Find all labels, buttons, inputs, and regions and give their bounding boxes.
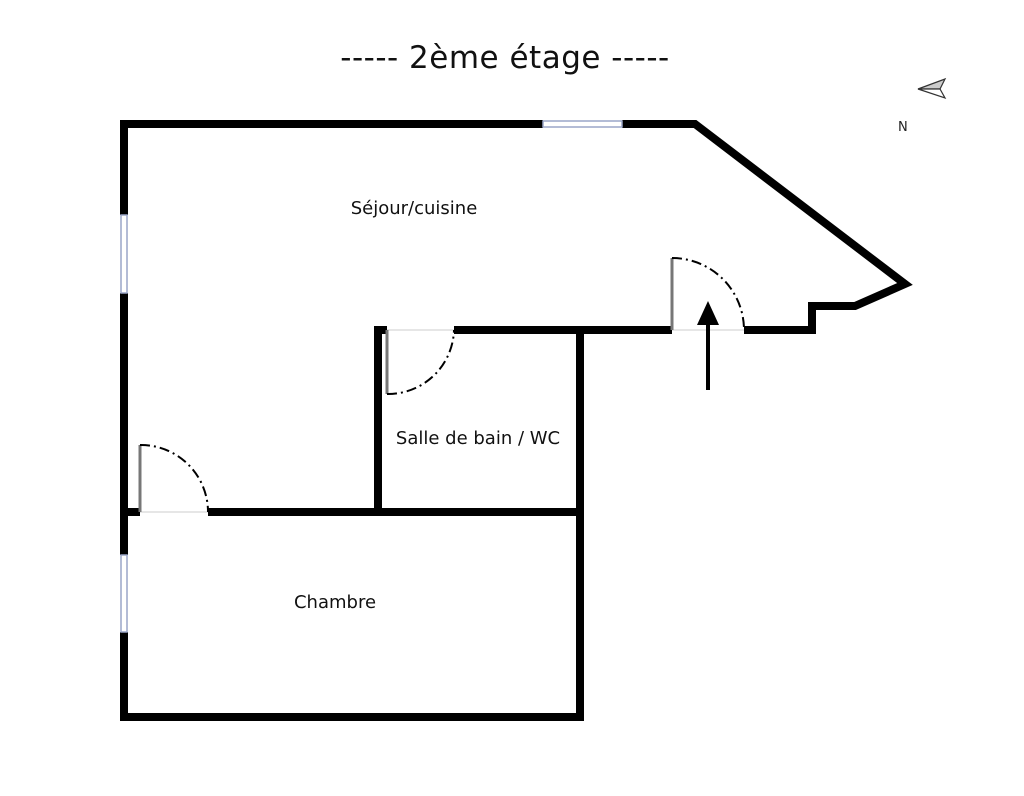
window-left-chambre [120,554,128,633]
room-label-sejour: Séjour/cuisine [350,198,478,219]
floor-title: ----- 2ème étage ----- [340,40,670,76]
wall-top-right-diagonal [622,120,913,334]
wall-bath-right-chambre [120,326,584,721]
windows [120,120,623,633]
window-top [542,120,623,128]
entrance-arrow-icon [697,301,719,390]
room-label-bathroom: Salle de bain / WC [395,428,561,449]
room-label-chambre: Chambre [293,592,377,613]
window-left-living [120,214,128,294]
door-bathroom [385,329,455,396]
compass-north-label: N [898,120,908,135]
compass-arrow-icon [917,77,947,100]
door-chambre [138,443,209,513]
wall-top-left [120,120,543,215]
walls [120,120,913,721]
doors [138,257,745,513]
